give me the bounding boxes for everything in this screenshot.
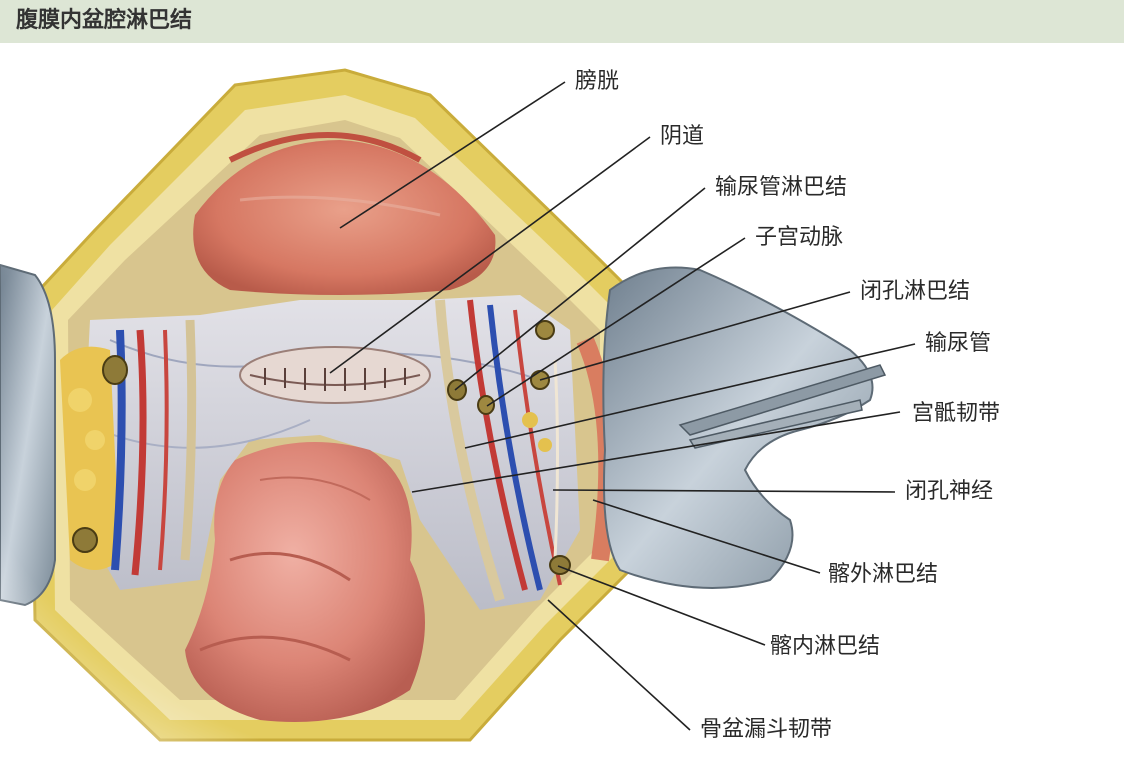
page-title: 腹膜内盆腔淋巴结 (16, 8, 193, 33)
label-ureteral-lymph-node: 输尿管淋巴结 (715, 175, 848, 200)
label-obturator-nerve: 闭孔神经 (905, 479, 994, 504)
label-internal-iliac-lymph-node: 髂内淋巴结 (770, 634, 881, 659)
label-uterosacral-ligament: 宫骶韧带 (912, 401, 1001, 426)
label-infundibulopelvic-ligament: 骨盆漏斗韧带 (700, 717, 833, 742)
label-obturator-lymph-node: 闭孔淋巴结 (860, 279, 971, 304)
label-vagina: 阴道 (660, 124, 705, 149)
leader-lines (329, 81, 916, 731)
label-uterine-artery: 子宫动脉 (755, 225, 844, 250)
label-ureter: 输尿管 (925, 331, 992, 356)
label-bladder: 膀胱 (575, 69, 620, 94)
label-external-iliac-lymph-node: 髂外淋巴结 (828, 562, 939, 587)
header-bar: 腹膜内盆腔淋巴结 (0, 0, 1124, 43)
